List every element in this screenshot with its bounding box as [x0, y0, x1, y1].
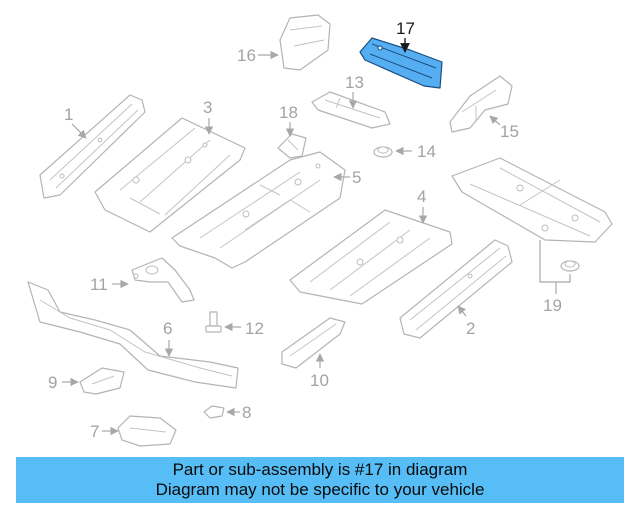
callout-5: 5 — [333, 168, 361, 187]
callout-label-9: 9 — [48, 373, 57, 392]
part-8-pad[interactable] — [203, 405, 225, 419]
part-1-side-rail[interactable] — [39, 94, 146, 199]
part-19-grommet[interactable] — [560, 260, 580, 272]
callout-17: 17 — [396, 19, 415, 53]
callout-label-10: 10 — [310, 371, 329, 390]
callout-18: 18 — [279, 103, 298, 137]
callout-3: 3 — [203, 98, 214, 135]
callout-label-7: 7 — [90, 422, 99, 441]
part-12-bolt[interactable] — [205, 311, 222, 333]
part-5-center-floor[interactable] — [171, 151, 346, 269]
callout-13: 13 — [345, 73, 364, 109]
part-19-under-cover[interactable] — [451, 157, 613, 243]
callout-19: 19 — [539, 240, 571, 315]
callout-10: 10 — [310, 353, 329, 390]
callout-label-14: 14 — [417, 142, 436, 161]
callout-11: 11 — [90, 275, 129, 294]
part-6-rear-rail[interactable] — [27, 281, 239, 389]
callout-16: 16 — [237, 46, 279, 65]
part-18-clip[interactable] — [277, 133, 307, 159]
callout-label-11: 11 — [90, 275, 108, 294]
callout-label-12: 12 — [245, 319, 264, 338]
part-13-cross-member[interactable] — [311, 91, 391, 129]
callout-label-5: 5 — [352, 168, 361, 187]
callout-label-8: 8 — [242, 403, 251, 422]
callout-label-15: 15 — [500, 122, 519, 141]
part-9-plate[interactable] — [79, 367, 125, 395]
callout-2: 2 — [457, 305, 475, 338]
part-4-rear-floor-pan[interactable] — [289, 209, 453, 305]
callout-label-2: 2 — [466, 319, 475, 338]
info-banner: Part or sub-assembly is #17 in diagram D… — [16, 457, 624, 503]
callout-label-3: 3 — [203, 98, 212, 117]
part-10-channel[interactable] — [281, 317, 346, 369]
callout-9: 9 — [48, 373, 79, 392]
callout-label-4: 4 — [417, 187, 426, 206]
callout-label-1: 1 — [64, 105, 73, 124]
part-16-bracket[interactable] — [279, 14, 331, 71]
part-17-highlighted[interactable] — [359, 37, 443, 89]
banner-line-2: Diagram may not be specific to your vehi… — [155, 480, 485, 499]
banner-line-1: Part or sub-assembly is #17 in diagram — [172, 460, 468, 479]
callout-7: 7 — [90, 422, 119, 441]
callout-label-6: 6 — [163, 319, 172, 338]
callout-8: 8 — [226, 403, 251, 422]
callout-12: 12 — [224, 319, 264, 338]
callout-label-17: 17 — [396, 19, 415, 38]
part-3-front-floor-pan[interactable] — [94, 117, 246, 233]
callout-4: 4 — [417, 187, 428, 224]
callout-label-18: 18 — [279, 103, 298, 122]
part-11-mount-bracket[interactable] — [131, 257, 195, 303]
callout-label-19: 19 — [543, 296, 562, 315]
callout-14: 14 — [395, 142, 436, 161]
callout-6: 6 — [163, 319, 174, 357]
part-15-rear-bracket[interactable] — [449, 75, 513, 133]
part-2-side-sill[interactable] — [399, 239, 513, 339]
callout-label-13: 13 — [345, 73, 364, 92]
part-14-grommet[interactable] — [373, 146, 393, 158]
callout-label-16: 16 — [237, 46, 256, 65]
callout-15: 15 — [489, 115, 519, 141]
part-7-bracket[interactable] — [117, 415, 177, 447]
callout-1: 1 — [64, 105, 87, 139]
